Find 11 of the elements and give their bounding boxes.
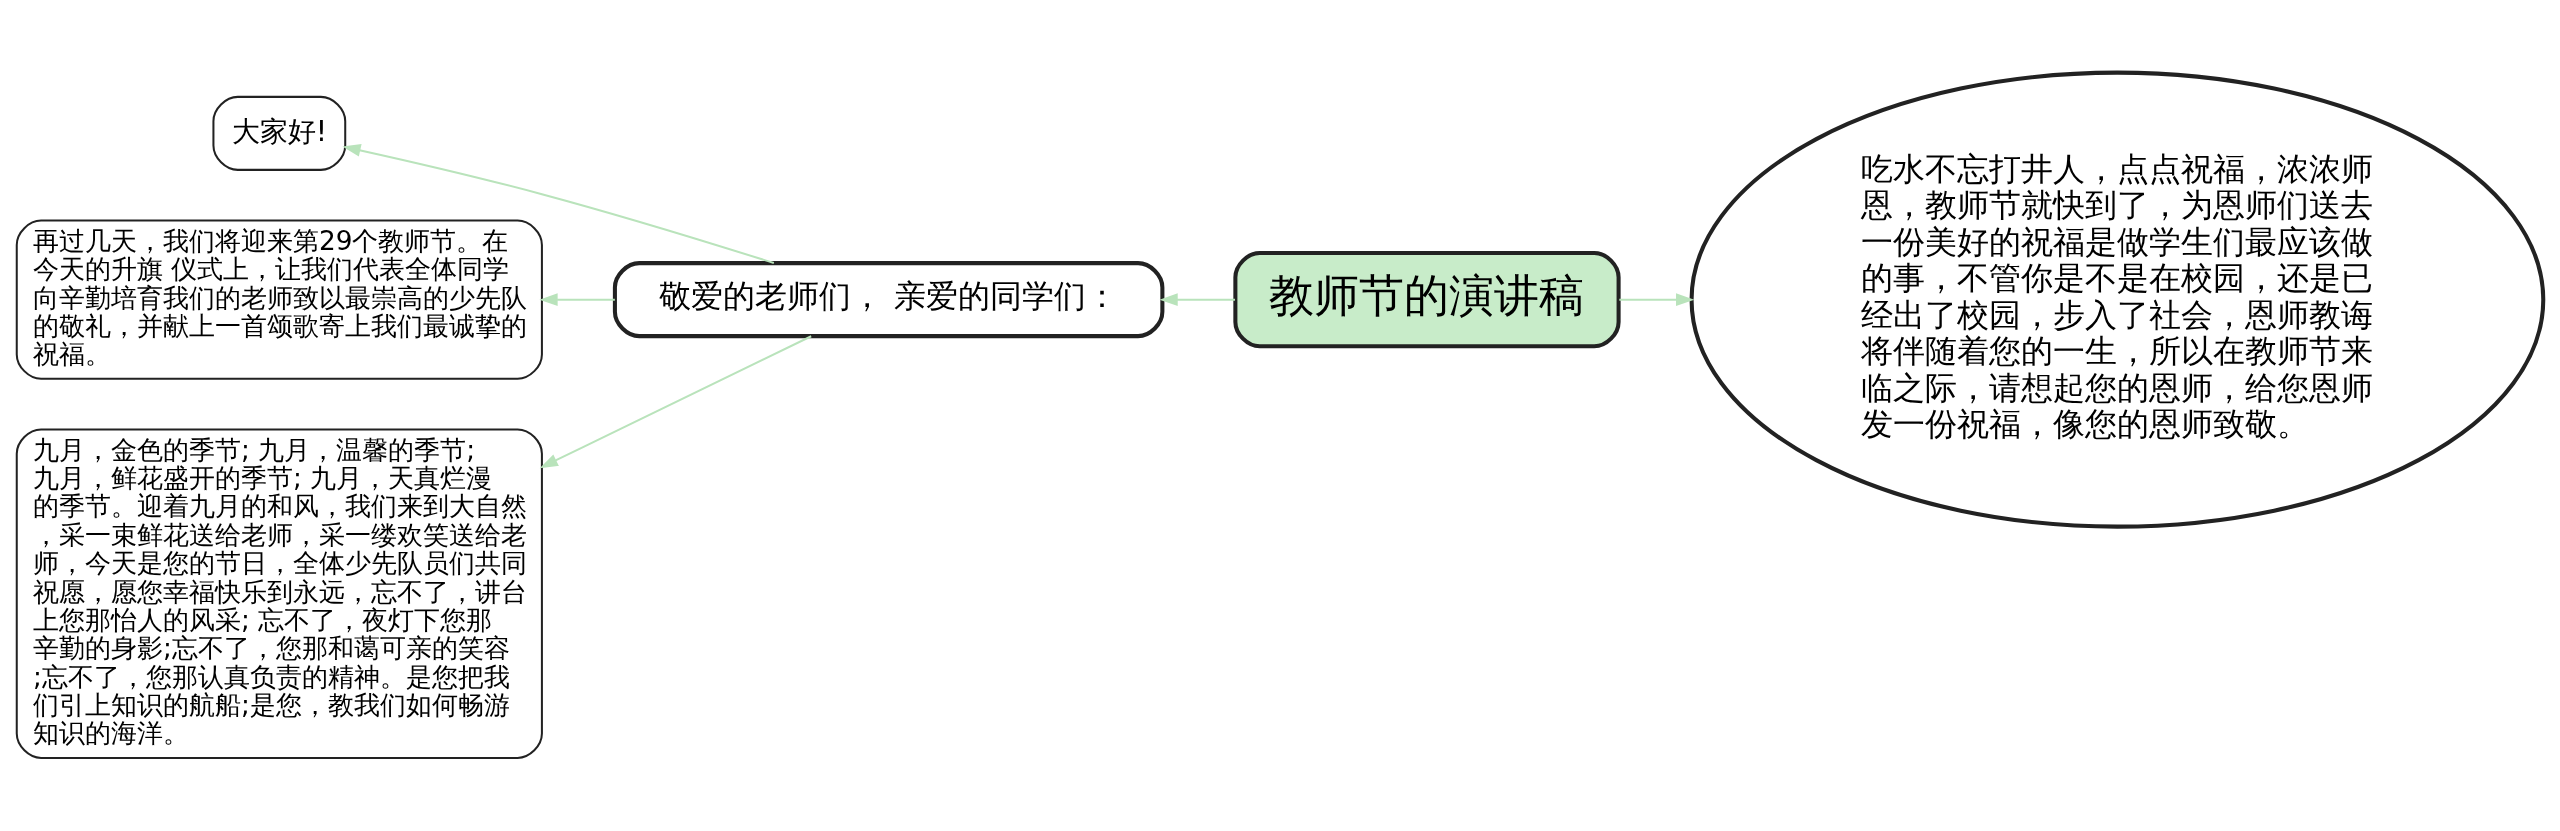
arrow [1619,293,1695,307]
node-box: 教师节的演讲稿 [1233,250,1621,349]
node-box: 再过几天，我们将迎来第29个教师节。在今天的升旗 仪式上，让我们代表全体同学向辛勤培育我们的老师致以最崇高的少先队的敬礼，并献上一首颂歌寄上我们最诚挚的祝福。 [15,219,543,380]
arrow [539,335,812,469]
arrow [342,144,775,264]
node-box: 敬爱的老师们， 亲爱的同学们： [612,261,1165,339]
arrow [1159,293,1235,307]
node-box: 大家好! [212,95,347,171]
node-box: 九月，金色的季节; 九月，温馨的季节; 九月，鲜花盛开的季节; 九月，天真烂漫的季节。迎着九月的和风，我们来到大自然，采一束鲜花送给老师，采一缕欢笑送给老师，今天是您的节日，全体少先队员们共同祝愿，愿您幸福快乐到永远，忘不了，讲台上您那怡人的风采; 忘不了，夜灯下您那辛勤的身影;忘不了，您那和蔼可亲的笑容;忘不了，您那认真负责的精神。是您把我们引上知识的航船;是您，教我们如何畅游知识的海洋。 [15,428,543,759]
node-ellipse: 吃水不忘打井人，点点祝福，浓浓师恩，教师节就快到了，为恩师们送去一份美好的祝福是做学生们最应该做的事，不管你是不是在校园，还是已经出了校园，步入了社会，恩师教诲将伴随着您的一生，所以在教师节来临之际，请想起您的恩师，给您恩师发一份祝福，像您的恩师致敬。 [1689,70,2546,529]
arrow [539,293,615,307]
